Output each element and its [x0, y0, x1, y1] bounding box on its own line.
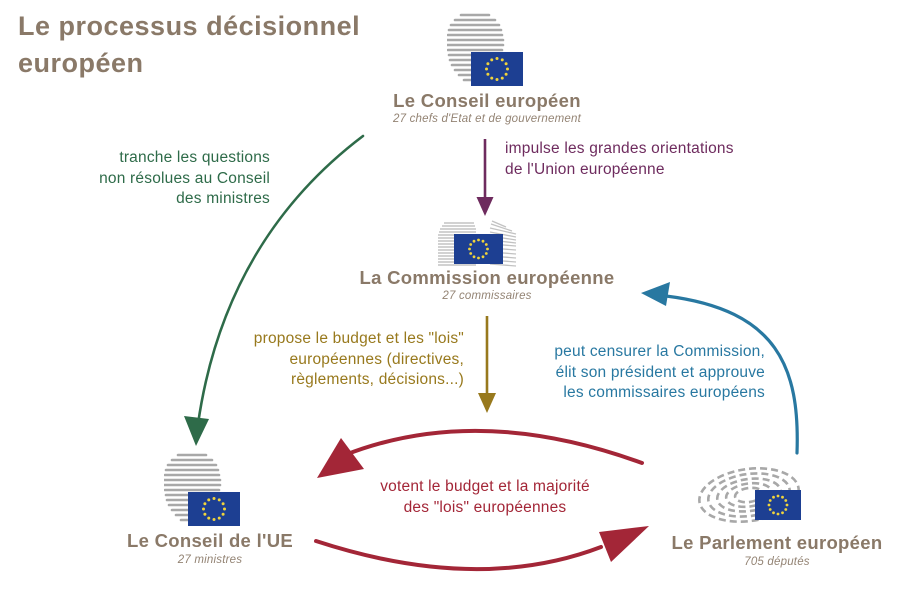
edge-text-line: des "lois" européennes: [403, 498, 567, 516]
node-subtitle-conseil-ue: 27 ministres: [177, 554, 243, 566]
eu-flag-stars: [202, 497, 226, 521]
edge-text-line: propose le budget et les "lois": [253, 330, 464, 347]
edge-text-line: de l'Union européenne: [505, 160, 665, 178]
edge-text-line: non résolues au Conseil: [99, 169, 270, 187]
arrow-votent-right: [314, 526, 649, 572]
page-title-line1: Le processus décisionnel: [18, 11, 361, 41]
page-title: Le processus décisionnel européen: [18, 8, 398, 82]
edge-text-line: règlements, décisions...): [291, 371, 464, 388]
edge-text-line: peut censurer la Commission,: [554, 343, 765, 360]
edge-text-line: impulse les grandes orientations: [505, 140, 734, 157]
edge-text-line: votent le budget et la majorité: [380, 478, 590, 495]
node-label-conseil-europeen: Le Conseil européen: [393, 90, 581, 111]
arrow-propose: [478, 316, 496, 413]
eu-flag-stars: [485, 57, 509, 81]
edge-text-propose: propose le budget et les "lois" européen…: [228, 329, 464, 391]
arrow-impulse: [476, 139, 494, 216]
node-subtitle-conseil-europeen: 27 chefs d'Etat et de gouvernement: [392, 113, 581, 125]
edge-text-tranche: tranche les questions non résolues au Co…: [58, 148, 270, 210]
edge-text-line: des ministres: [176, 190, 270, 207]
conseil-europeen-building-icon: [447, 13, 523, 86]
edge-text-censure: peut censurer la Commission, élit son pr…: [522, 342, 765, 404]
edge-text-line: européennes (directives,: [289, 350, 464, 368]
commission-building-icon: [438, 220, 517, 267]
edge-text-line: élit son président et approuve: [555, 363, 765, 381]
node-subtitle-parlement: 705 députés: [744, 556, 810, 568]
conseil-ue-building-icon: [164, 453, 240, 526]
edge-text-votent: votent le budget et la majorité des "loi…: [325, 477, 645, 518]
node-label-conseil-ue: Le Conseil de l'UE: [126, 530, 294, 551]
edge-text-line: tranche les questions: [119, 149, 270, 166]
node-subtitle-commission: 27 commissaires: [442, 290, 532, 302]
parlement-building-icon: [698, 467, 801, 523]
arrow-votent-left: [317, 428, 644, 478]
eu-flag-stars: [767, 494, 789, 516]
edge-text-line: les commissaires européens: [563, 384, 765, 401]
eu-flag-stars: [468, 238, 489, 260]
page-title-line2: européen: [18, 48, 144, 78]
node-label-parlement: Le Parlement européen: [671, 532, 883, 553]
edge-text-impulse: impulse les grandes orientations de l'Un…: [505, 139, 785, 180]
node-label-commission: La Commission européenne: [359, 267, 615, 288]
